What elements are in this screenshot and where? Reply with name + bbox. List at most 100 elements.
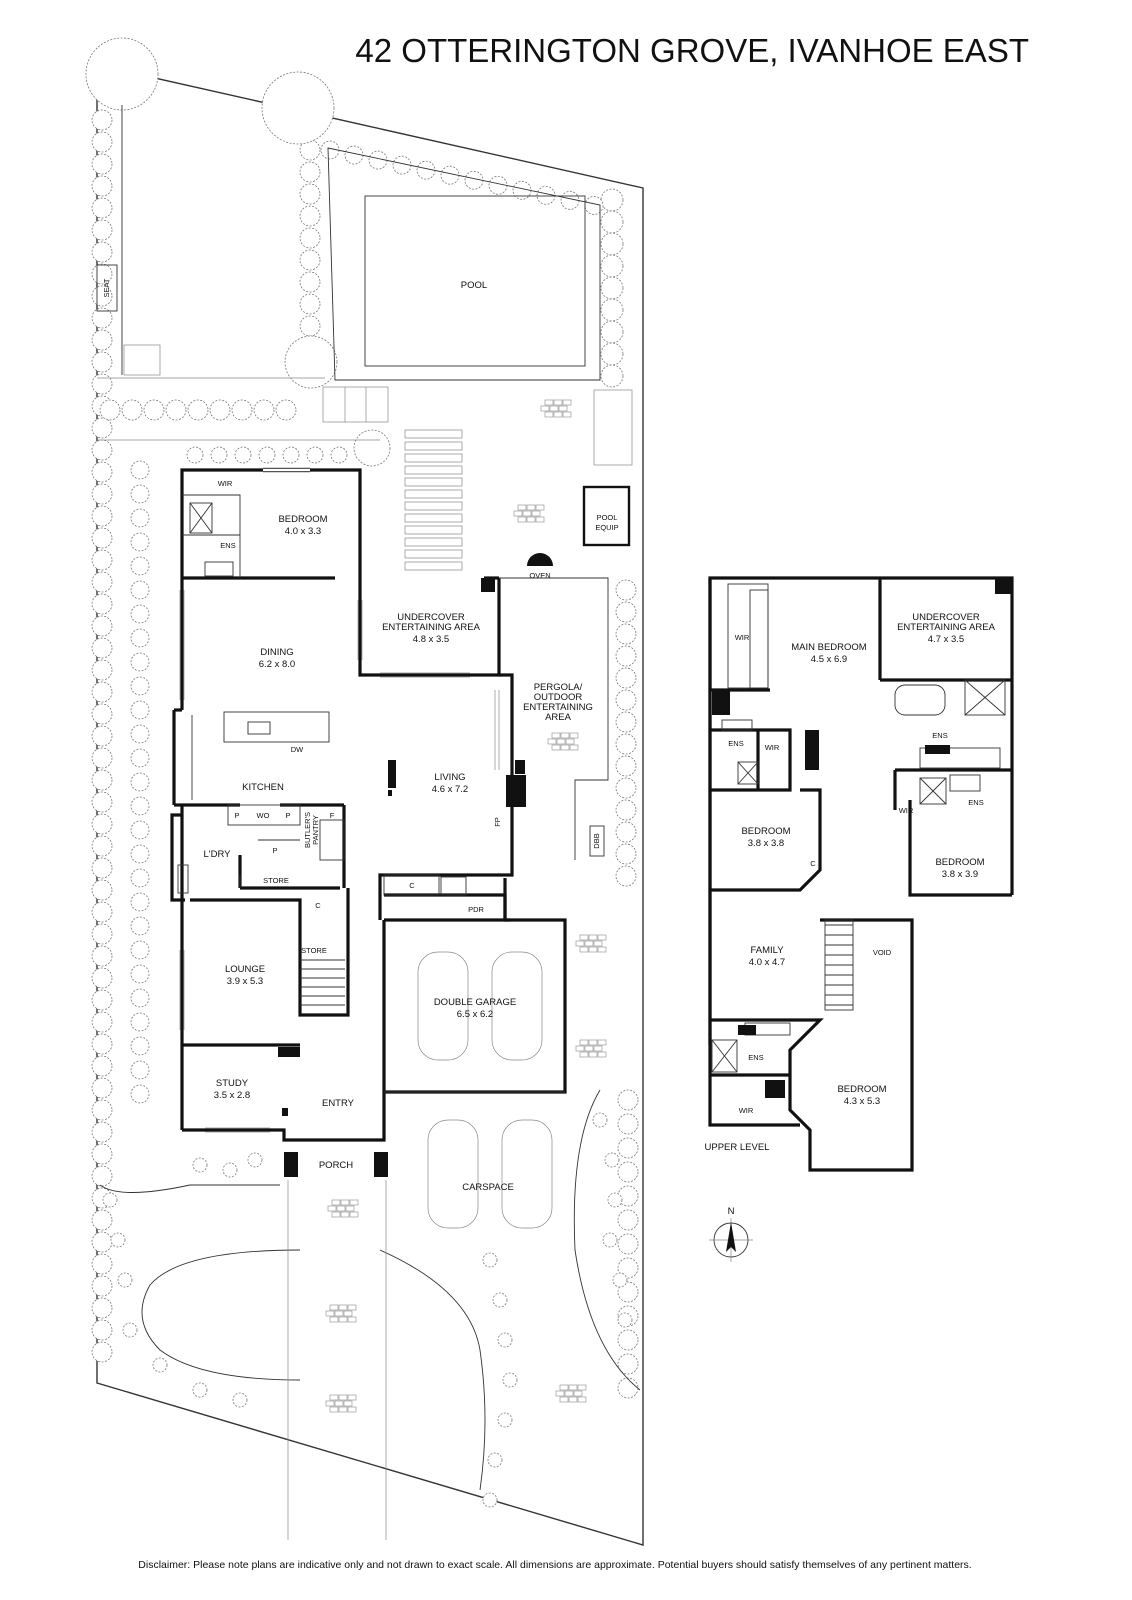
bedroom-a-dim: 3.8 x 3.8: [748, 838, 784, 849]
butlers-label-1: BUTLER'S: [303, 812, 312, 848]
paver: [540, 405, 550, 412]
garage-label: DOUBLE GARAGE: [434, 997, 516, 1008]
hedge-tree: [91, 703, 113, 725]
shrub: [497, 1412, 513, 1428]
paver: [547, 738, 557, 745]
hedge-tree: [253, 399, 275, 421]
hedge-tree: [615, 755, 637, 777]
carspace-label: CARSPACE: [462, 1182, 514, 1193]
cupboard-label: C: [315, 901, 321, 910]
hedge-tree: [130, 532, 150, 552]
hedge-tree: [231, 399, 253, 421]
deck-board: [404, 549, 463, 559]
hedge-tree: [91, 197, 113, 219]
dining-dim: 6.2 x 8.0: [259, 659, 295, 670]
north-label: N: [728, 1206, 735, 1217]
upper-ens-label-2: ENS: [728, 739, 743, 748]
internal-partitions: [177, 494, 565, 1093]
hedge-tree: [617, 1257, 639, 1279]
paver: [517, 504, 527, 511]
shrub: [607, 1192, 623, 1208]
paver: [345, 1205, 355, 1212]
hedge-tree: [91, 241, 113, 263]
tree-feature: [284, 335, 338, 389]
upper-fixtures: [711, 583, 1006, 1073]
pool-water: [364, 195, 586, 367]
paver: [549, 405, 559, 412]
pergola-label-2: OUTDOOR: [534, 692, 583, 703]
paver: [338, 1394, 348, 1401]
undercover-label-2: ENTERTAINING AREA: [382, 622, 480, 633]
hedge-tree: [130, 604, 150, 624]
paver: [535, 516, 545, 523]
hedge-tree: [91, 747, 113, 769]
pool-equip-label-1: POOL: [597, 513, 618, 522]
hedge-tree: [91, 329, 113, 351]
undercover-dim: 4.8 x 3.5: [413, 634, 449, 645]
hedge-tree: [186, 446, 204, 464]
shrub: [602, 1232, 618, 1248]
hedge-tree: [130, 1036, 150, 1056]
hedge-tree: [91, 1121, 113, 1143]
tree-feature: [261, 71, 335, 145]
hedge-tree: [617, 1377, 639, 1399]
hedge-tree: [165, 399, 187, 421]
hedge-tree: [210, 446, 228, 464]
hedge-tree: [91, 1165, 113, 1187]
hedge-tree: [615, 821, 637, 843]
ens-label: ENS: [220, 541, 235, 550]
paver: [559, 1384, 569, 1391]
shrub: [247, 1152, 263, 1168]
shrub: [110, 1232, 126, 1248]
hedge-tree: [91, 351, 113, 373]
hedge-tree: [91, 901, 113, 923]
pantry-p-label: P: [285, 811, 290, 820]
paver: [331, 1211, 341, 1218]
study-dim: 3.5 x 2.8: [214, 1090, 250, 1101]
pool-equip-room: [582, 485, 631, 547]
hedge-tree: [91, 593, 113, 615]
dbb-box: [589, 825, 605, 857]
hedge-tree: [91, 153, 113, 175]
hedge-tree: [91, 1143, 113, 1165]
hedge-tree: [91, 1033, 113, 1055]
hedge-tree: [617, 1209, 639, 1231]
cupboard-label: C: [409, 881, 415, 890]
shrub: [102, 1192, 118, 1208]
hedge-tree: [130, 892, 150, 912]
paver: [593, 1045, 603, 1052]
paver: [579, 946, 589, 953]
hedge-tree: [91, 1297, 113, 1319]
hedge-tree: [91, 219, 113, 241]
paver: [562, 411, 572, 418]
hedge-tree: [143, 399, 165, 421]
hedge-tree: [130, 1060, 150, 1080]
paver: [340, 1211, 350, 1218]
hedge-tree: [306, 446, 324, 464]
shrub: [604, 1152, 620, 1168]
paver: [336, 1205, 346, 1212]
paver: [347, 1406, 357, 1413]
shrub: [192, 1157, 208, 1173]
void-label: VOID: [873, 948, 892, 957]
hedge-tree: [130, 460, 150, 480]
hedge-tree: [617, 1137, 639, 1159]
paver: [555, 1390, 565, 1397]
paver: [575, 940, 585, 947]
paver: [340, 1199, 350, 1206]
hedge-tree: [615, 579, 637, 601]
paver: [579, 1051, 589, 1058]
hedge-tree: [130, 652, 150, 672]
hedge-tree: [91, 769, 113, 791]
hedge-tree: [130, 868, 150, 888]
paver: [553, 411, 563, 418]
steps: [322, 386, 389, 423]
ground-labels: WIR ENS BEDROOM 4.0 x 3.3 UNDERCOVER ENT…: [204, 479, 593, 1193]
dw-label: DW: [291, 745, 304, 754]
hedge-tree: [615, 843, 637, 865]
upper-wir-label-2: WIR: [765, 743, 780, 752]
hedge-tree: [91, 659, 113, 681]
site-boundary: [96, 64, 644, 1546]
family-dim: 4.0 x 4.7: [749, 957, 785, 968]
hedge-tree: [615, 601, 637, 623]
